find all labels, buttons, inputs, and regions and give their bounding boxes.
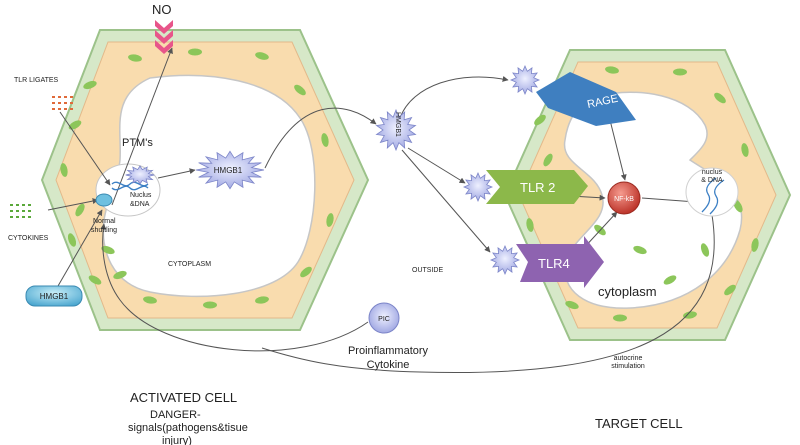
hmgb1-stars — [125, 64, 541, 276]
organelle — [294, 84, 306, 96]
danger-label-2: signals(pathogens&tisue — [128, 422, 248, 434]
cytokine-label: Cytokine — [367, 359, 410, 371]
arrows — [47, 47, 715, 373]
autocrine-label-1: autocrine — [614, 355, 643, 362]
organelle — [321, 133, 329, 147]
target-cell-vacuole — [563, 91, 743, 309]
target-cell-label: TARGET CELL — [595, 416, 683, 431]
arrow-nfkb-to-dna — [641, 197, 697, 205]
ptms-label: PTM's — [122, 137, 153, 149]
organelle — [741, 143, 749, 157]
cytokines-dots — [10, 204, 31, 218]
cytoplasm-right-label: cytoplasm — [598, 284, 657, 299]
arrow-rage-to-nfkb — [609, 119, 627, 181]
hmgb1-star-tlr4 — [489, 244, 521, 276]
organelle — [83, 80, 97, 90]
organelle — [724, 284, 736, 296]
organelle — [683, 311, 697, 319]
arrow-cytokines — [47, 198, 99, 211]
organelle — [88, 275, 102, 285]
arrow-hmgb1-pill — [57, 209, 103, 287]
organelle — [565, 300, 579, 310]
organelle — [751, 238, 759, 252]
organelle — [663, 275, 677, 285]
nfkb-label: NF-kB — [614, 196, 634, 203]
danger-label-3: injury) — [162, 435, 192, 445]
dna-icon — [111, 181, 149, 191]
hmgb1-pill-label: HMGB1 — [40, 292, 69, 301]
no-label: NO — [152, 2, 172, 17]
tlr4-receptor — [516, 236, 604, 288]
organelle — [300, 266, 312, 278]
tlr-ligates-dots — [52, 96, 73, 110]
arrow-pic-feedback — [100, 223, 369, 352]
organelle — [255, 296, 269, 304]
organelle — [60, 163, 68, 177]
organelle — [188, 48, 202, 56]
target-nucleus — [685, 167, 739, 217]
tlr4-label: TLR4 — [538, 256, 570, 271]
nucleus-activated-label-1: Nuclus — [130, 192, 152, 199]
target-dna-icon — [701, 177, 725, 215]
arrow-to-tlr4 — [401, 149, 491, 253]
hmgb1-star-outside — [375, 108, 417, 152]
normal-shuttling-label-1: Normal — [93, 218, 116, 225]
organelle — [700, 243, 710, 257]
hmgb1-star-rage — [509, 64, 541, 96]
organelle — [633, 245, 647, 255]
organelle — [526, 218, 534, 232]
arrow-tlr-ligates — [59, 111, 111, 186]
autocrine-label-2: stimulation — [611, 363, 645, 370]
no-chevrons — [155, 20, 173, 54]
organelle — [605, 66, 619, 74]
organelle — [203, 301, 217, 309]
pic-icon — [368, 302, 400, 334]
activated-cell — [40, 29, 370, 331]
arrow-to-rage — [399, 75, 509, 119]
danger-label-1: DANGER- — [150, 409, 201, 421]
hmgb1-vertical-label: HMGB1 — [394, 112, 401, 137]
organelle — [543, 153, 553, 167]
organelle — [113, 270, 127, 280]
pic-label: PIC — [378, 316, 390, 323]
proinflammatory-label: Proinflammatory — [348, 345, 429, 357]
organelle — [534, 114, 546, 126]
activated-cell-label: ACTIVATED CELL — [130, 390, 237, 405]
tlr2-label: TLR 2 — [520, 180, 555, 195]
hmgb1-star-tlr2 — [462, 171, 494, 203]
tlr2-receptor — [486, 170, 588, 204]
activated-cell-vacuole — [102, 74, 316, 298]
organelle — [67, 233, 77, 247]
normal-shuttling-label-2: shuttling — [91, 227, 117, 234]
organelle — [101, 245, 115, 255]
hmgb1-star-large — [195, 150, 265, 190]
organelle — [673, 68, 687, 76]
organelle — [714, 92, 726, 104]
organelle — [255, 52, 269, 60]
tlr-ligates-label: TLR LIGATES — [14, 77, 59, 84]
cytoplasm-left-label: CYTOPLASM — [168, 261, 211, 268]
organelle — [143, 296, 157, 304]
arrow-nucleus-to-hmgb1 — [157, 168, 196, 179]
hmgb1-star-nucleus — [125, 165, 155, 185]
rage-receptor — [536, 72, 636, 126]
organelle — [128, 54, 142, 62]
nfkb-node — [607, 181, 641, 215]
outside-label: OUTSIDE — [412, 267, 443, 274]
hmgb1-star-label: HMGB1 — [214, 166, 243, 175]
organelle — [75, 203, 85, 217]
hmgb1-pill — [25, 285, 83, 307]
nucleus-activated-label-2: &DNA — [130, 201, 150, 208]
cytokines-label: CYTOKINES — [8, 235, 49, 242]
arrow-no — [111, 47, 173, 206]
arrow-to-tlr2 — [407, 147, 466, 184]
nuclear-pore-icon — [95, 193, 113, 207]
organelle — [613, 314, 627, 322]
organelle — [68, 120, 82, 130]
nucleus-target-label-1: nuclus — [702, 169, 723, 176]
nucleus-target-label-2: & DNA — [701, 177, 723, 184]
arrow-autocrine — [261, 214, 715, 373]
organelle — [326, 213, 334, 227]
arrow-hmgb1-to-outside — [264, 107, 377, 169]
